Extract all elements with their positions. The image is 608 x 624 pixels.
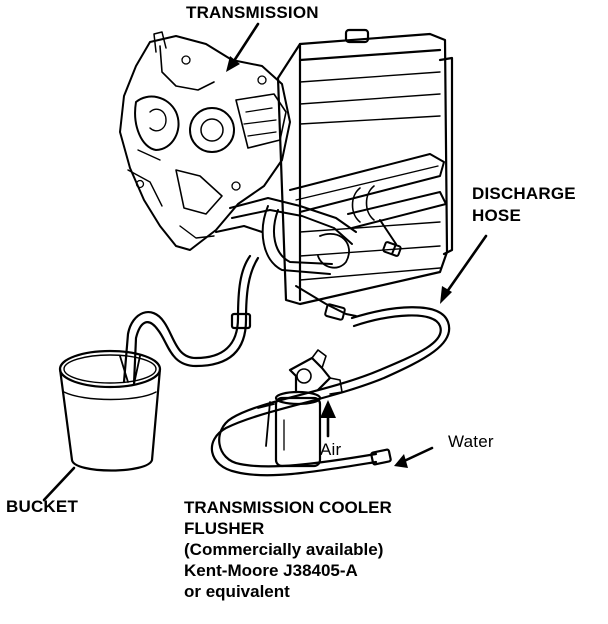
bucket-label: BUCKET: [6, 497, 79, 516]
flusher-label-line3: (Commercially available): [184, 540, 384, 559]
water-leader: [400, 446, 434, 464]
flusher-label-line2: FLUSHER: [184, 519, 265, 538]
air-arrowhead: [320, 400, 336, 418]
leader-lines: [42, 22, 488, 502]
return-hose: [122, 254, 260, 386]
discharge-leader: [442, 234, 488, 298]
flusher-label-line1: TRANSMISSION COOLER: [184, 498, 392, 517]
radiator: [276, 28, 454, 306]
bucket-leader: [42, 466, 76, 502]
water-label: Water: [448, 432, 494, 451]
bucket: [58, 349, 162, 472]
transmission-leader: [230, 22, 260, 66]
transmission: [119, 31, 291, 251]
flusher-label-line5: or equivalent: [184, 582, 290, 601]
discharge-hose-label-line2: HOSE: [472, 206, 521, 225]
air-label: Air: [320, 440, 342, 459]
flusher-label-line4: Kent-Moore J38405-A: [184, 561, 358, 580]
transmission-label: TRANSMISSION: [186, 3, 319, 22]
cooler-lines: [215, 153, 447, 321]
discharge-hose-label-line1: DISCHARGE: [472, 184, 576, 203]
transmission-arrowhead: [226, 56, 240, 72]
water-arrowhead: [394, 454, 408, 468]
flusher-device: [257, 349, 343, 468]
discharge-arrowhead: [440, 286, 452, 304]
flusher-label: TRANSMISSION COOLER FLUSHER (Commerciall…: [184, 497, 392, 602]
